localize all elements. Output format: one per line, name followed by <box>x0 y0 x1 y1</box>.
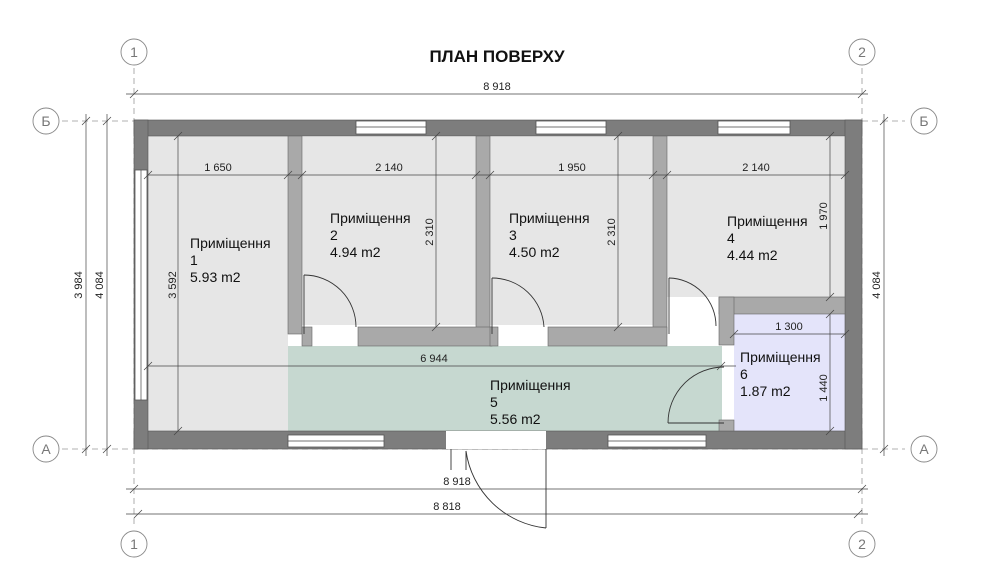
room-number: 5 <box>490 394 498 410</box>
partition-1-2 <box>287 135 303 335</box>
room-2-area <box>302 137 476 325</box>
plan-title: ПЛАН ПОВЕРХУ <box>429 47 565 66</box>
room-area: 1.87 m2 <box>740 383 791 399</box>
axis-bubble-a-left: А <box>32 435 60 463</box>
room-area: 4.94 m2 <box>330 244 381 260</box>
axis-bubble-b-left: Б <box>32 107 60 135</box>
room-name: Приміщення <box>490 377 571 393</box>
dim-room2-width: 2 140 <box>375 162 403 174</box>
window-room4 <box>717 120 791 135</box>
room-6-doorway <box>722 346 734 431</box>
wall-right <box>844 119 863 450</box>
axis-label: 2 <box>858 44 866 60</box>
dim-room1-height: 3 592 <box>167 271 179 299</box>
overall-dimensions: 8 918 8 918 8 818 3 984 4 084 4 084 <box>73 81 889 519</box>
dim-room4-width: 2 140 <box>742 162 770 174</box>
corridor-area <box>288 346 722 431</box>
partitions <box>287 135 846 432</box>
room-number: 1 <box>190 252 198 268</box>
room-area: 4.44 m2 <box>727 247 778 263</box>
partition-room2-bottom <box>357 326 493 347</box>
axis-label: 2 <box>858 536 866 552</box>
axis-bubble-b-right: Б <box>910 107 938 135</box>
dim-room1-width: 1 650 <box>204 162 232 174</box>
axis-label: Б <box>41 113 50 129</box>
door-entrance <box>450 449 547 529</box>
dim-room4-height: 1 970 <box>818 202 830 230</box>
axis-bubble-1-bottom: 1 <box>120 530 148 558</box>
room-3-area <box>490 137 653 325</box>
axis-label: 1 <box>130 536 138 552</box>
room-name: Приміщення <box>727 213 808 229</box>
door-room4 <box>668 277 717 334</box>
interior-dimensions: 1 650 2 140 1 950 2 140 3 592 2 310 2 31… <box>143 131 850 436</box>
dim-left-outer: 3 984 <box>73 271 85 299</box>
partition-room6-left <box>718 296 735 346</box>
dim-room2-height: 2 310 <box>424 218 436 246</box>
dim-right: 4 084 <box>871 271 883 299</box>
room-label-4: Приміщення 4 4.44 m2 <box>727 213 812 263</box>
window-room3 <box>535 120 607 135</box>
room-number: 4 <box>727 230 735 246</box>
room-label-1: Приміщення 1 5.93 m2 <box>190 235 275 285</box>
entrance-opening <box>446 431 546 449</box>
room-area: 5.56 m2 <box>490 411 541 427</box>
axis-bubble-a-right: А <box>910 435 938 463</box>
axis-label: А <box>41 441 51 457</box>
door-room3 <box>491 277 545 334</box>
axis-label: 1 <box>130 44 138 60</box>
dim-room6-height: 1 440 <box>818 374 830 402</box>
doors <box>303 274 725 529</box>
axis-label: Б <box>919 113 928 129</box>
partition-room3-jamb <box>489 326 499 347</box>
room-number: 6 <box>740 366 748 382</box>
axis-bubbles: 1 2 1 2 Б Б А А <box>32 38 938 558</box>
partition-2-3 <box>475 135 491 335</box>
room-1-area <box>148 135 288 431</box>
dim-bottom-total-2: 8 818 <box>433 501 461 513</box>
windows <box>134 120 791 448</box>
room-label-2: Приміщення 2 4.94 m2 <box>330 210 415 260</box>
room-4-area <box>667 137 845 297</box>
room-number: 2 <box>330 227 338 243</box>
room-label-3: Приміщення 3 4.50 m2 <box>509 210 594 260</box>
room-area: 4.50 m2 <box>509 244 560 260</box>
partition-room4-bottom <box>718 296 846 315</box>
room-name: Приміщення <box>509 210 590 226</box>
room-area: 5.93 m2 <box>190 269 241 285</box>
axis-bubble-1-top: 1 <box>120 38 148 66</box>
door-room2 <box>303 274 357 334</box>
dim-top-total: 8 918 <box>483 81 511 93</box>
dim-room3-width: 1 950 <box>558 162 586 174</box>
partition-3-4 <box>652 135 668 335</box>
room-fills <box>148 135 845 431</box>
dim-bottom-total-1: 8 918 <box>443 476 471 488</box>
room-label-6: Приміщення 6 1.87 m2 <box>740 349 825 399</box>
door-room6 <box>667 366 725 424</box>
partition-room3-bottom <box>547 326 668 347</box>
axis-bubble-2-bottom: 2 <box>848 530 876 558</box>
partition-room6-jamb <box>718 419 735 432</box>
room-labels: Приміщення 1 5.93 m2 Приміщення 2 4.94 m… <box>190 210 825 427</box>
axis-label: А <box>919 441 929 457</box>
room-name: Приміщення <box>740 349 821 365</box>
room-6-area <box>734 314 845 431</box>
dim-left-inner: 4 084 <box>94 271 106 299</box>
dim-room3-height: 2 310 <box>606 218 618 246</box>
window-room2 <box>355 120 427 135</box>
dim-room6-width: 1 300 <box>775 321 803 333</box>
dim-corridor-length: 6 944 <box>420 353 448 365</box>
room-number: 3 <box>509 227 517 243</box>
partition-room2-jamb <box>301 326 313 347</box>
room-name: Приміщення <box>330 210 411 226</box>
room-name: Приміщення <box>190 235 271 251</box>
room-label-5: Приміщення 5 5.56 m2 <box>490 377 575 427</box>
axis-bubble-2-top: 2 <box>848 38 876 66</box>
